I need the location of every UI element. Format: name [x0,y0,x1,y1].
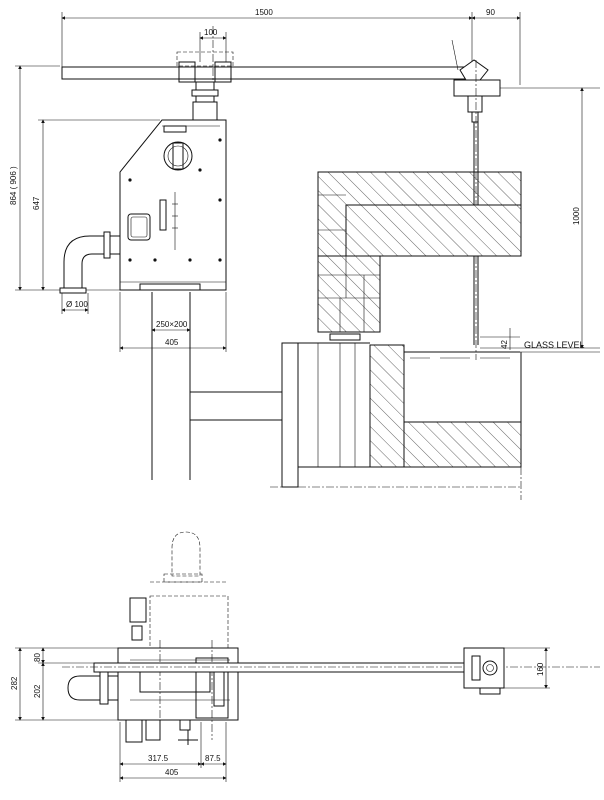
plan-fittings [125,719,198,745]
dashed-rotation-outline [149,531,229,649]
arm-clamp [176,26,234,120]
probe-length-dim: 1000 42 [480,87,600,350]
dim-immersion: 42 [500,340,509,349]
main-body [119,119,227,291]
dim-offset-b: 87.5 [205,754,221,763]
dim-probe-offset: 90 [486,8,495,17]
junction-box [127,213,151,241]
dim-depth-lower: 202 [33,684,42,698]
dial-icon [163,141,193,171]
glass-level-label: GLASS LEVEL [524,340,585,350]
dim-depth-total: 282 [10,676,19,690]
column-collar [191,89,219,97]
dim-overall-width: 1500 [255,8,273,17]
probe-head [451,39,501,360]
support-column [151,292,299,488]
column-joint [192,101,218,121]
dim-column-size: 250×200 [156,320,188,329]
elevation-view: 1500 90 100 864 ( 906 ) 647 [9,8,600,500]
dim-clamp-width: 100 [204,28,218,37]
body-bottom-dims: 250×200 405 [119,292,227,352]
side-component [129,597,147,623]
plan-arm [93,662,465,673]
plan-pipe [67,671,119,705]
plan-probe-head [463,647,505,695]
dim-probe-length: 1000 [572,207,581,225]
glass-level: GLASS LEVEL [404,340,600,359]
horizontal-arm [61,66,473,80]
plan-housing [117,640,239,740]
dim-body-width: 405 [165,338,179,347]
dim-probe-head-width: 160 [536,662,545,676]
furnace-wall [270,171,522,500]
left-dimensions: 864 ( 906 ) 647 [9,65,160,291]
plan-left-dims: 282 80 202 [10,647,118,721]
dim-plan-width: 405 [165,768,179,777]
plan-right-dim: 160 [504,647,550,689]
dim-depth-upper: 80 [33,653,42,662]
plan-view: 282 80 202 160 317.5 87.5 405 [10,531,600,782]
dim-pipe-diameter: Ø 100 [66,300,88,309]
dim-offset-a: 317.5 [148,754,169,763]
elbow-pipe: Ø 100 [59,231,121,314]
dim-total-height: 864 ( 906 ) [9,166,18,205]
top-dimensions: 1500 90 100 [61,8,521,85]
dim-body-height: 647 [32,196,41,210]
plan-bottom-dims: 317.5 87.5 405 [119,722,227,782]
